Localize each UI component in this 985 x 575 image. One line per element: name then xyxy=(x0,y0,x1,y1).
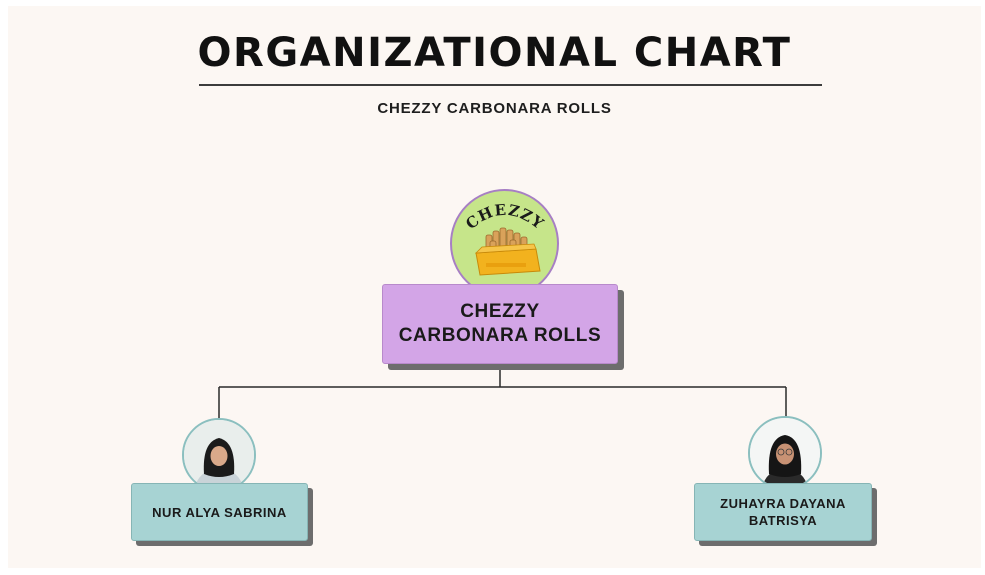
member-avatar-right xyxy=(748,416,822,490)
chart-subtitle: CHEZZY CARBONARA ROLLS xyxy=(377,100,612,117)
root-node-line1: CHEZZY xyxy=(460,301,540,322)
connector-lines xyxy=(218,364,787,419)
root-node-line2: CARBONARA ROLLS xyxy=(398,325,602,346)
member-name-left-line1: NUR ALYA SABRINA xyxy=(152,504,287,520)
member-box-right: ZUHAYRA DAYANA BATRISYA xyxy=(694,483,872,541)
chart-canvas: ORGANIZATIONAL CHART CHEZZY CARBONARA RO… xyxy=(8,6,981,568)
member-avatar-left xyxy=(182,418,256,492)
chart-title: ORGANIZATIONAL CHART xyxy=(197,30,792,76)
brand-logo: CHEZZY xyxy=(450,189,559,298)
rolls-box-icon: CHEZZY xyxy=(462,201,547,276)
person-avatar-icon xyxy=(750,418,820,488)
member-box-left: NUR ALYA SABRINA xyxy=(131,483,308,541)
title-divider xyxy=(199,84,822,86)
person-avatar-icon xyxy=(184,420,254,490)
root-node-box: CHEZZY CARBONARA ROLLS xyxy=(382,284,618,364)
member-name-right-line2: BATRISYA xyxy=(748,513,818,528)
member-name-right-line1: ZUHAYRA DAYANA xyxy=(720,496,846,511)
